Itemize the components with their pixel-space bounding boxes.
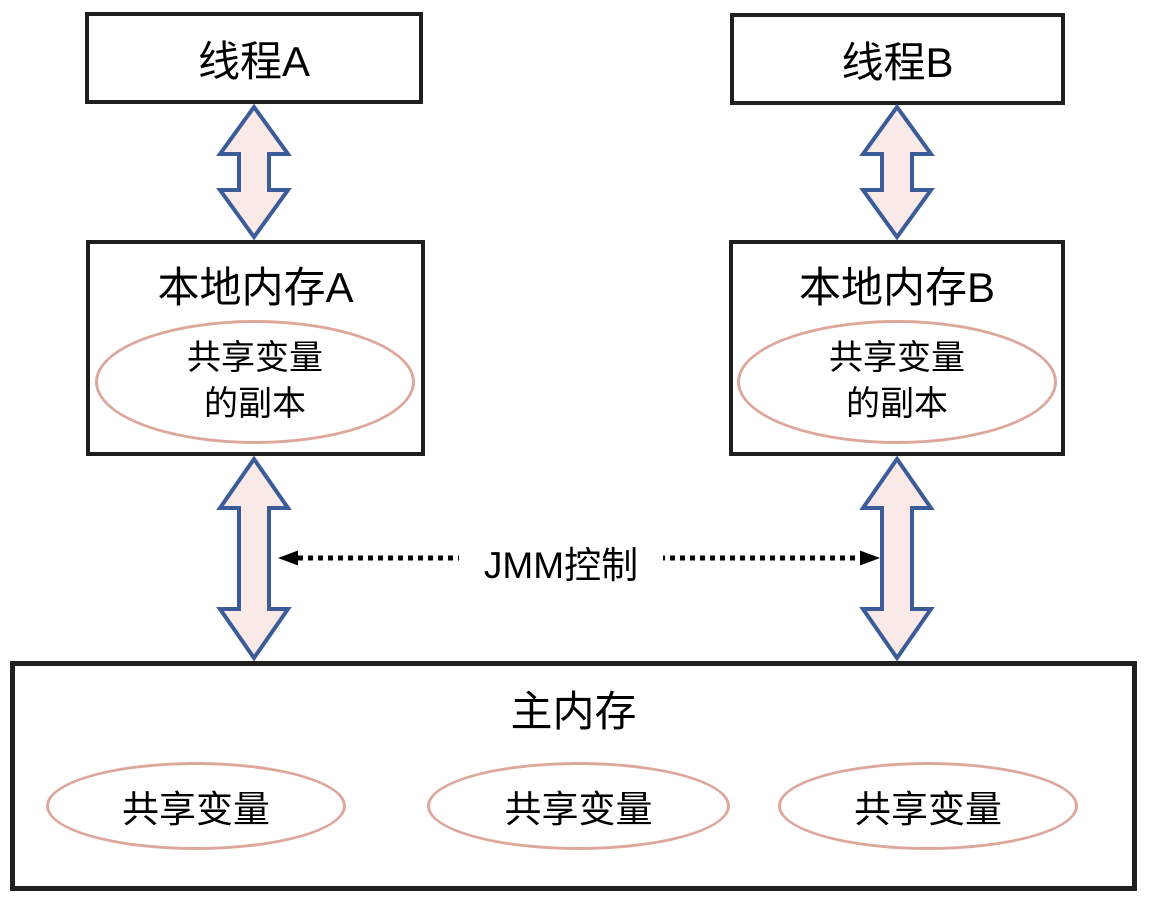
- shared-variable-ellipse-2: 共享变量: [427, 762, 730, 850]
- shared-variable-label-3: 共享变量: [854, 789, 1002, 830]
- local-b-main-memory-double-arrow-icon: [859, 456, 935, 661]
- local-memory-b-shared-copy-ellipse: 共享变量 的副本: [737, 320, 1057, 444]
- thread-a-box: 线程A: [85, 12, 423, 104]
- shared-variable-ellipse-1: 共享变量: [46, 762, 346, 850]
- thread-a-local-a-double-arrow-icon: [216, 104, 292, 240]
- jmm-control-dotted-double-arrow-icon: [278, 550, 880, 566]
- jmm-control-label: JMM控制: [459, 535, 663, 589]
- main-memory-label: 主内存: [510, 688, 637, 735]
- shared-variable-label-1: 共享变量: [122, 789, 270, 830]
- local-memory-a-shared-copy-ellipse: 共享变量 的副本: [95, 320, 415, 444]
- shared-variable-label-2: 共享变量: [504, 789, 653, 830]
- local-memory-b-label: 本地内存B: [798, 264, 995, 311]
- local-a-main-memory-double-arrow-icon: [216, 456, 292, 661]
- thread-b-label: 线程B: [841, 38, 954, 86]
- thread-b-local-b-double-arrow-icon: [859, 104, 935, 240]
- local-memory-a-shared-copy-label: 共享变量 的副本: [187, 339, 323, 423]
- thread-b-box: 线程B: [730, 13, 1065, 105]
- thread-a-label: 线程A: [197, 37, 310, 85]
- shared-variable-ellipse-3: 共享变量: [778, 762, 1078, 850]
- local-memory-b-shared-copy-label: 共享变量 的副本: [829, 339, 965, 423]
- local-memory-a-label: 本地内存A: [157, 264, 354, 311]
